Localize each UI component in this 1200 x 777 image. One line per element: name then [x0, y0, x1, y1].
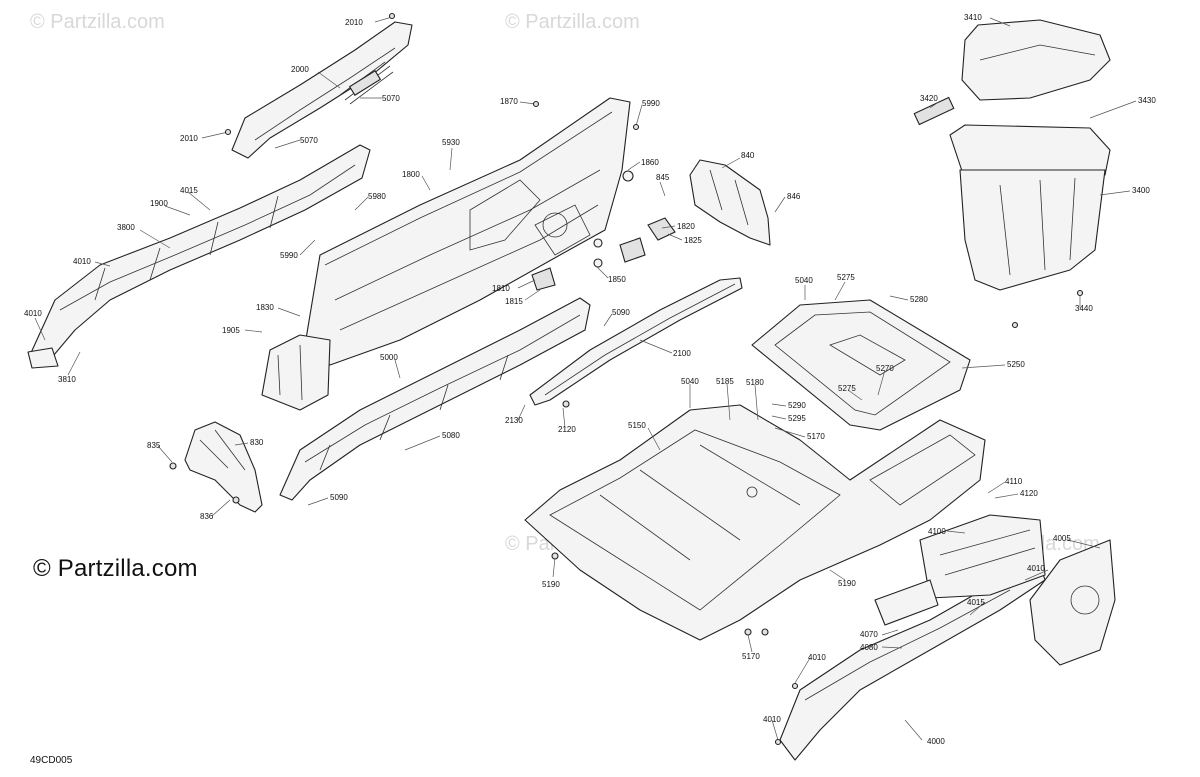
part-830-panel[interactable]	[184, 421, 263, 513]
callout-label-840[interactable]: 840	[741, 151, 755, 160]
callout-label-5980[interactable]: 5980	[368, 192, 386, 201]
callout-label-846[interactable]: 846	[787, 192, 801, 201]
callout-label-5275[interactable]: 5275	[837, 273, 855, 282]
callout-label-5070[interactable]: 5070	[300, 136, 318, 145]
callout-label-4000[interactable]: 4000	[927, 737, 945, 746]
part-2100-channel[interactable]	[529, 277, 743, 406]
callout-label-5170[interactable]: 5170	[742, 652, 760, 661]
callout-label-1860[interactable]: 1860	[641, 158, 659, 167]
callout-label-1810[interactable]: 1810	[492, 284, 510, 293]
callout-label-4110[interactable]: 4110	[1005, 477, 1023, 486]
part-5000-lower-beam[interactable]	[279, 297, 591, 501]
part-1820-bracket[interactable]	[531, 170, 676, 291]
callout-label-5080[interactable]: 5080	[442, 431, 460, 440]
callout-label-5190[interactable]: 5190	[542, 580, 560, 589]
callout-label-1820[interactable]: 1820	[677, 222, 695, 231]
callout-label-4080[interactable]: 4080	[860, 643, 878, 652]
part-3800-left-bracket[interactable]	[27, 144, 371, 369]
callout-label-4010[interactable]: 4010	[1027, 564, 1045, 573]
callout-label-1800[interactable]: 1800	[402, 170, 420, 179]
drawing-code: 49CD005	[30, 755, 73, 766]
callout-label-5090[interactable]: 5090	[612, 308, 630, 317]
callout-label-2100[interactable]: 2100	[673, 349, 691, 358]
callout-label-836[interactable]: 836	[200, 512, 214, 521]
part-1800-rear-panel[interactable]	[261, 97, 631, 411]
callout-label-5040[interactable]: 5040	[795, 276, 813, 285]
watermark-text: © Partzilla.com	[30, 11, 165, 33]
part-3400-storage-bin[interactable]	[913, 19, 1111, 291]
callout-label-830[interactable]: 830	[250, 438, 264, 447]
callout-label-5090[interactable]: 5090	[330, 493, 348, 502]
callout-label-1825[interactable]: 1825	[684, 236, 702, 245]
callout-label-5290[interactable]: 5290	[788, 401, 806, 410]
callout-label-5040[interactable]: 5040	[681, 377, 699, 386]
callout-label-5170[interactable]: 5170	[807, 432, 825, 441]
callout-label-4010[interactable]: 4010	[808, 653, 826, 662]
callout-label-1830[interactable]: 1830	[256, 303, 274, 312]
callout-label-5280[interactable]: 5280	[910, 295, 928, 304]
callout-label-2130[interactable]: 2130	[505, 416, 523, 425]
callout-label-4015[interactable]: 4015	[967, 598, 985, 607]
callout-label-3410[interactable]: 3410	[964, 13, 982, 22]
part-4000-front-bracket[interactable]	[779, 514, 1116, 761]
part-2000-upper-rail[interactable]	[231, 21, 413, 159]
callout-label-3810[interactable]: 3810	[58, 375, 76, 384]
callout-label-5150[interactable]: 5150	[628, 421, 646, 430]
callout-label-5275[interactable]: 5275	[838, 384, 856, 393]
part-5250-floor-tray[interactable]	[751, 299, 971, 431]
callout-label-3440[interactable]: 3440	[1075, 304, 1093, 313]
callout-label-1900[interactable]: 1900	[150, 199, 168, 208]
callout-label-2010[interactable]: 2010	[345, 18, 363, 27]
callout-label-5250[interactable]: 5250	[1007, 360, 1025, 369]
callout-label-5270[interactable]: 5270	[876, 364, 894, 373]
callout-label-3400[interactable]: 3400	[1132, 186, 1150, 195]
callout-label-4100[interactable]: 4100	[928, 527, 946, 536]
callout-label-3420[interactable]: 3420	[920, 94, 938, 103]
part-840-side-panel[interactable]	[689, 159, 771, 246]
callout-label-5990[interactable]: 5990	[642, 99, 660, 108]
callout-label-4015[interactable]: 4015	[180, 186, 198, 195]
copyright-text: © Partzilla.com	[33, 555, 198, 582]
callout-label-3800[interactable]: 3800	[117, 223, 135, 232]
callout-label-1850[interactable]: 1850	[608, 275, 626, 284]
callout-label-5070[interactable]: 5070	[382, 94, 400, 103]
callout-label-5180[interactable]: 5180	[746, 378, 764, 387]
callout-label-5190[interactable]: 5190	[838, 579, 856, 588]
callout-label-4010[interactable]: 4010	[73, 257, 91, 266]
callout-label-5930[interactable]: 5930	[442, 138, 460, 147]
callout-label-4070[interactable]: 4070	[860, 630, 878, 639]
callout-label-4010[interactable]: 4010	[763, 715, 781, 724]
callout-label-4010[interactable]: 4010	[24, 309, 42, 318]
callout-label-4005[interactable]: 4005	[1053, 534, 1071, 543]
callout-label-5000[interactable]: 5000	[380, 353, 398, 362]
callout-label-2000[interactable]: 2000	[291, 65, 309, 74]
callout-label-3430[interactable]: 3430	[1138, 96, 1156, 105]
callout-label-2120[interactable]: 2120	[558, 425, 576, 434]
callout-label-2010[interactable]: 2010	[180, 134, 198, 143]
callout-label-5185[interactable]: 5185	[716, 377, 734, 386]
fasteners	[169, 12, 1084, 746]
leader-lines	[34, 16, 1137, 741]
callout-label-845[interactable]: 845	[656, 173, 670, 182]
callout-label-5990[interactable]: 5990	[280, 251, 298, 260]
callout-label-835[interactable]: 835	[147, 441, 161, 450]
callout-labels: 2010 2000 5070 2010 5070 4015 1900 3800 …	[24, 13, 1156, 746]
callout-label-4120[interactable]: 4120	[1020, 489, 1038, 498]
callout-label-5295[interactable]: 5295	[788, 414, 806, 423]
callout-label-1815[interactable]: 1815	[505, 297, 523, 306]
callout-label-1870[interactable]: 1870	[500, 97, 518, 106]
watermark-text: © Partzilla.com	[505, 11, 640, 33]
part-5150-main-floor[interactable]	[524, 404, 986, 641]
callout-label-1905[interactable]: 1905	[222, 326, 240, 335]
